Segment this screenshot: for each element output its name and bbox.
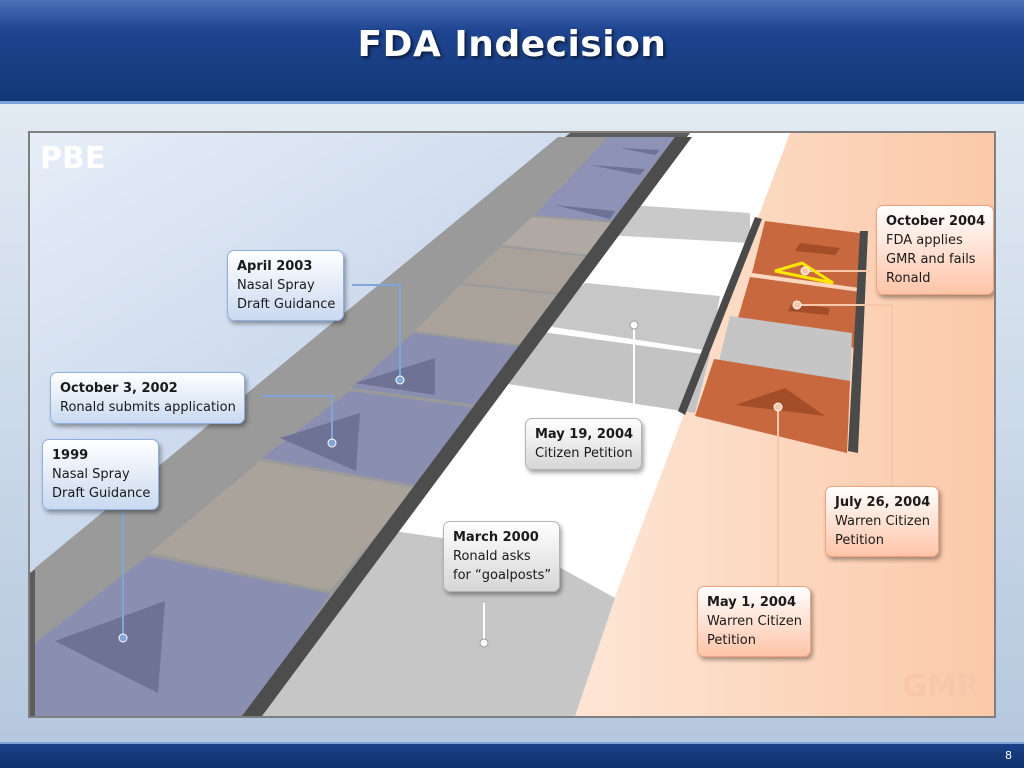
event-date: April 2003 bbox=[237, 259, 313, 274]
connector-july-2004 bbox=[797, 304, 893, 486]
page-number: 8 bbox=[1005, 749, 1012, 762]
timeline-diagram: PBE GMR 1999 Nasal Spray Draft Guidance … bbox=[28, 131, 996, 718]
conveyor-rail bbox=[242, 137, 692, 716]
connector-dot bbox=[118, 633, 128, 643]
event-text: Ronald submits application bbox=[60, 400, 236, 415]
event-date: October 3, 2002 bbox=[60, 381, 178, 396]
event-date: October 2004 bbox=[886, 214, 986, 229]
connector-dot bbox=[800, 266, 810, 276]
event-july-2004: July 26, 2004 Warren Citizen Petition bbox=[825, 486, 940, 557]
tile-arrow bbox=[620, 148, 660, 155]
connector-dot bbox=[629, 320, 639, 330]
event-text: Citizen Petition bbox=[535, 446, 633, 461]
slide-header: FDA Indecision bbox=[0, 0, 1024, 104]
event-text: Warren Citizen Petition bbox=[707, 614, 802, 648]
conveyor-tile bbox=[502, 217, 615, 255]
conveyor-tile bbox=[462, 247, 590, 293]
event-march-2000: March 2000 Ronald asks for “goalposts” bbox=[443, 521, 561, 592]
event-text: Nasal Spray Draft Guidance bbox=[52, 467, 151, 501]
event-april-2003: April 2003 Nasal Spray Draft Guidance bbox=[227, 250, 345, 321]
event-date: March 2000 bbox=[453, 530, 539, 545]
tile-arrow bbox=[55, 601, 165, 693]
road-rail bbox=[678, 217, 762, 415]
road-perspective-graphic bbox=[30, 133, 994, 716]
event-1999: 1999 Nasal Spray Draft Guidance bbox=[42, 439, 160, 510]
gray-road-tile bbox=[605, 205, 750, 243]
event-text: Warren Citizen Petition bbox=[835, 514, 930, 548]
highlight-arrow bbox=[774, 261, 834, 285]
road-rail bbox=[848, 231, 868, 453]
connector-april-2003 bbox=[352, 284, 401, 380]
tile-arrow bbox=[280, 413, 360, 471]
gray-road-tile bbox=[540, 283, 720, 351]
event-date: May 1, 2004 bbox=[707, 595, 797, 610]
event-text: Ronald asks for “goalposts” bbox=[453, 549, 552, 583]
tile-arrow bbox=[735, 388, 825, 416]
event-oct-2004: October 2004 FDA applies GMR and fails R… bbox=[876, 205, 994, 295]
conveyor-tile bbox=[35, 556, 330, 716]
event-text: FDA applies GMR and fails Ronald bbox=[886, 233, 976, 286]
event-may-1-2004: May 1, 2004 Warren Citizen Petition bbox=[697, 586, 811, 657]
connector-dot bbox=[792, 300, 802, 310]
event-date: July 26, 2004 bbox=[835, 495, 931, 510]
tile-arrow bbox=[555, 205, 615, 219]
tile-arrow bbox=[590, 165, 645, 175]
connector-dot bbox=[395, 375, 405, 385]
conveyor-tile bbox=[415, 285, 560, 345]
pbe-label: PBE bbox=[40, 141, 106, 176]
conveyor-tile bbox=[150, 461, 415, 591]
gmr-label: GMR bbox=[902, 669, 980, 704]
slide-footer: 8 bbox=[0, 742, 1024, 768]
event-text: Nasal Spray Draft Guidance bbox=[237, 278, 336, 312]
tile-arrow bbox=[355, 358, 435, 395]
event-date: 1999 bbox=[52, 448, 89, 463]
connector-dot bbox=[327, 438, 337, 448]
tile-arrow bbox=[795, 243, 840, 255]
event-date: May 19, 2004 bbox=[535, 427, 634, 442]
event-oct-2002: October 3, 2002 Ronald submits applicati… bbox=[50, 372, 245, 424]
conveyor-tile bbox=[262, 391, 478, 485]
slide-title: FDA Indecision bbox=[357, 24, 667, 65]
event-may-19-2004: May 19, 2004 Citizen Petition bbox=[525, 418, 643, 470]
connector-dot bbox=[479, 638, 489, 648]
connector-dot bbox=[773, 402, 783, 412]
connector-oct-2002 bbox=[262, 395, 333, 443]
